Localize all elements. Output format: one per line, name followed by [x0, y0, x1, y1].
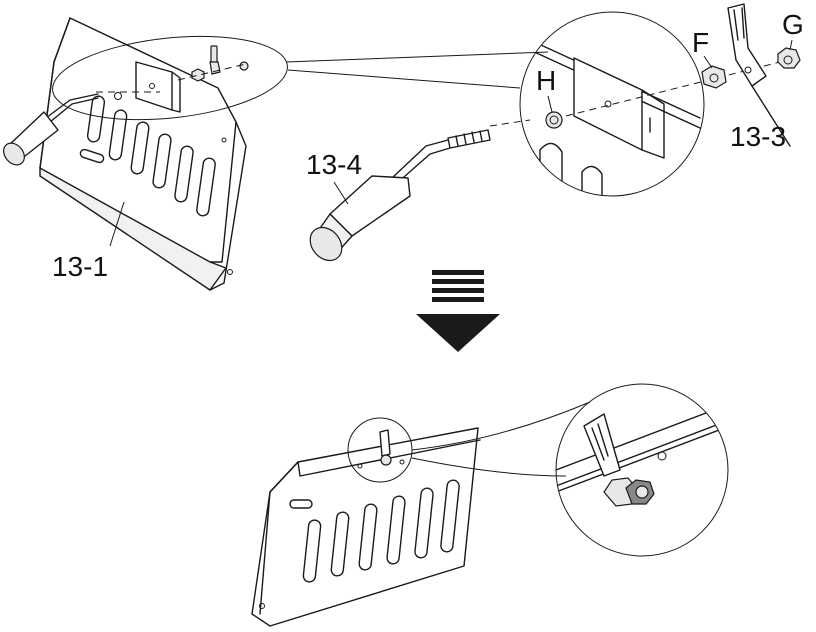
leader-13-4: [333, 181, 349, 205]
igniter-13-4: [309, 129, 491, 262]
down-arrow-icon: [416, 270, 500, 352]
zoom-connector-top: [285, 51, 549, 89]
bracket-13-3: [727, 3, 791, 147]
label-h: H: [536, 65, 556, 96]
hex-nut-f: [701, 65, 727, 89]
leader-g: [789, 39, 793, 51]
label-13-3: 13-3: [730, 121, 786, 152]
heat-shield-plate-top: [39, 17, 249, 291]
label-13-1: 13-1: [52, 251, 108, 282]
label-f: F: [692, 27, 709, 58]
leader-f: [703, 55, 713, 69]
zoom-detail-top: [489, 11, 781, 197]
igniter-small: [3, 93, 99, 166]
zoom-detail-bottom: [555, 383, 729, 557]
zoom-ellipse-top: [52, 35, 288, 121]
zoom-connector-bottom: [411, 401, 591, 477]
locknut-g: [777, 47, 801, 69]
label-g: G: [782, 9, 804, 40]
leader-13-1: [109, 201, 125, 247]
label-13-4: 13-4: [306, 149, 362, 180]
leader-h: [547, 95, 553, 113]
heat-shield-plate-assembled: [251, 427, 481, 627]
